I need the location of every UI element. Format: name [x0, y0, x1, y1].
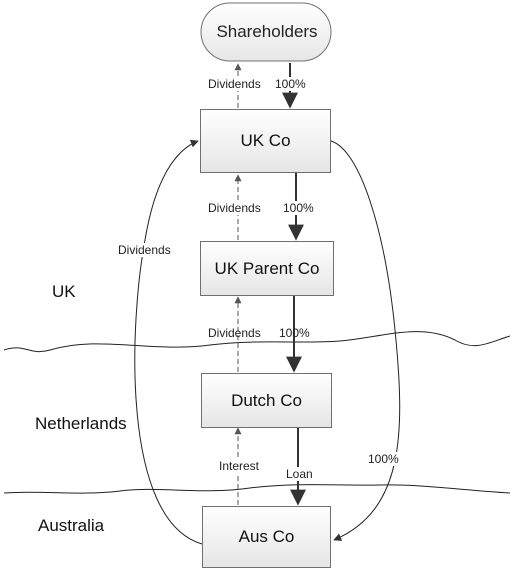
uk-parent-co-label: UK Parent Co	[214, 258, 320, 278]
ownership-label-parent-dutch: 100%	[279, 326, 310, 340]
netherlands-australia-boundary	[3, 484, 511, 494]
dividends-label-parent-to-uk: Dividends	[207, 201, 262, 215]
dutch-co-label: Dutch Co	[231, 390, 302, 410]
uk-netherlands-boundary	[3, 331, 511, 353]
dutch-co-node: Dutch Co	[201, 373, 332, 428]
ownership-label-uk-aus: 100%	[367, 452, 400, 466]
shareholders-label: Shareholders	[216, 22, 318, 41]
aus-co-label: Aus Co	[238, 527, 295, 546]
shareholders-node: Shareholders	[201, 3, 333, 61]
region-label-netherlands: Netherlands	[35, 414, 127, 433]
uk-co-label: UK Co	[240, 131, 291, 150]
dividends-label-aus-to-uk: Dividends	[117, 243, 172, 257]
loan-label-dutch-to-aus: Loan	[285, 467, 314, 481]
uk-co-node: UK Co	[200, 109, 331, 173]
dividends-label-uk-to-shareholders: Dividends	[207, 77, 262, 91]
shareholders-shape	[200, 2, 332, 62]
interest-label-aus-to-dutch: Interest	[218, 459, 261, 473]
ownership-label-uk-parent: 100%	[282, 201, 315, 215]
ownership-label-shareholders-uk: 100%	[274, 77, 307, 91]
dividends-label-dutch-to-parent: Dividends	[208, 326, 261, 340]
uk-parent-co-node: UK Parent Co	[200, 241, 334, 296]
dividends-curve-aus-to-uk	[134, 139, 203, 545]
aus-co-node: Aus Co	[202, 506, 331, 568]
region-label-australia: Australia	[38, 516, 105, 535]
region-label-uk: UK	[52, 282, 76, 301]
ownership-curve-uk-to-aus	[330, 140, 401, 541]
